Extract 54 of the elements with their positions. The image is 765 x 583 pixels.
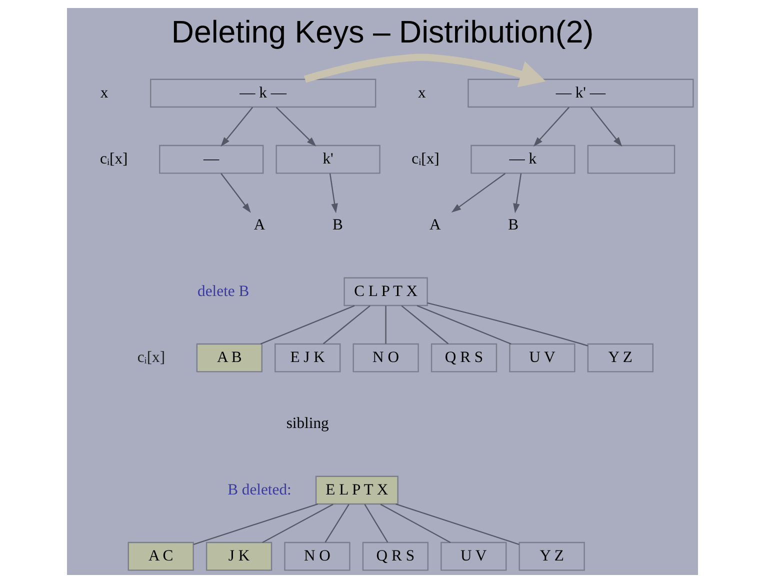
arrow bbox=[590, 106, 622, 147]
arrow bbox=[220, 173, 251, 213]
label: delete B bbox=[198, 282, 250, 300]
node-box: A C bbox=[128, 542, 194, 571]
connector bbox=[385, 306, 386, 344]
node-box: U V bbox=[509, 343, 576, 372]
node-label: cᵢ[x] bbox=[412, 150, 440, 168]
node-label: cᵢ[x] bbox=[100, 150, 128, 168]
connector bbox=[324, 504, 350, 543]
connector bbox=[427, 302, 588, 346]
connector bbox=[260, 305, 355, 344]
arrow bbox=[513, 173, 522, 214]
arrow bbox=[451, 172, 506, 212]
node-box: C L P T X bbox=[344, 277, 428, 306]
arrow bbox=[304, 54, 546, 88]
node-box: N O bbox=[284, 542, 350, 571]
node-box: A B bbox=[196, 343, 262, 372]
node-text: A bbox=[429, 216, 441, 234]
connector bbox=[323, 305, 370, 344]
node-box: E J K bbox=[274, 343, 341, 372]
connector bbox=[364, 504, 388, 543]
arrow bbox=[533, 106, 570, 147]
label: cᵢ[x] bbox=[137, 348, 166, 366]
arrow bbox=[276, 106, 316, 147]
diagram-title: Deleting Keys – Distribution(2) bbox=[171, 14, 594, 50]
connector bbox=[262, 504, 334, 544]
node-label: x bbox=[418, 84, 426, 102]
node-box: Q R S bbox=[430, 343, 498, 372]
node-label: x bbox=[100, 84, 108, 102]
node-box: — k bbox=[470, 144, 576, 174]
node-box bbox=[587, 144, 676, 174]
node-label: sibling bbox=[286, 415, 329, 432]
connector bbox=[380, 504, 451, 543]
node-box: Y Z bbox=[518, 542, 585, 571]
connector bbox=[396, 504, 520, 545]
connector bbox=[193, 504, 318, 545]
connector bbox=[416, 305, 512, 344]
node-box: E L P T X bbox=[315, 476, 398, 505]
node-box: N O bbox=[352, 343, 419, 372]
node-box: k' bbox=[276, 144, 380, 174]
node-box: Y Z bbox=[587, 343, 654, 372]
node-text: B bbox=[508, 216, 519, 234]
connector bbox=[401, 305, 449, 344]
node-box: — k — bbox=[150, 78, 376, 108]
node-box: U V bbox=[440, 542, 507, 571]
node-box: — bbox=[159, 144, 264, 174]
node-box: — k' — bbox=[468, 78, 694, 108]
arrow bbox=[220, 106, 254, 147]
node-box: J K bbox=[206, 542, 272, 571]
node-text: B bbox=[332, 216, 343, 234]
label: B deleted: bbox=[228, 481, 292, 498]
node-text: A bbox=[254, 216, 266, 234]
node-box: Q R S bbox=[362, 542, 429, 571]
arrow bbox=[329, 173, 338, 214]
